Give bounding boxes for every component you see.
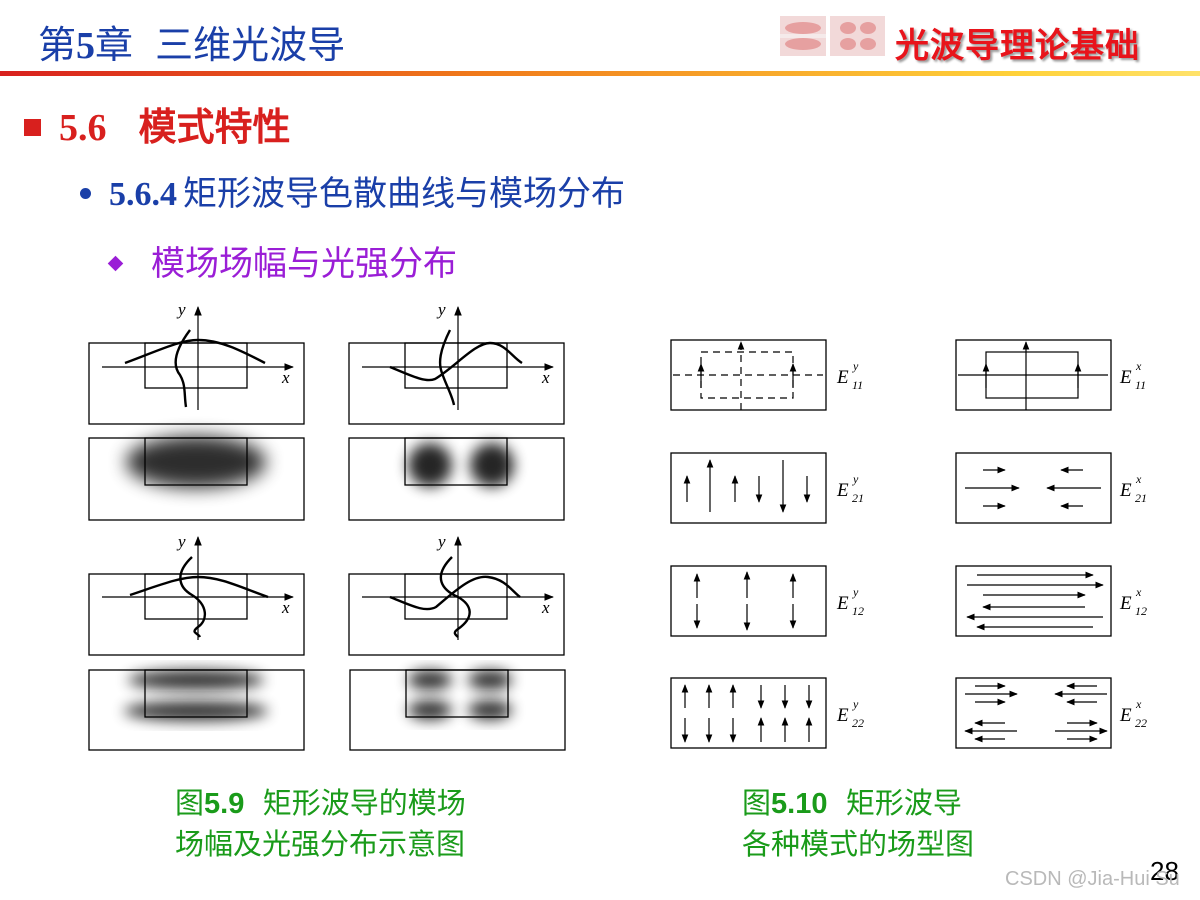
x-axis-label: x	[541, 598, 550, 617]
figure-5-9: x y x y x y	[88, 300, 566, 751]
mode-pattern-e22-y	[670, 677, 827, 749]
svg-text:x: x	[1135, 359, 1142, 373]
mode-label: E y 12	[836, 585, 864, 618]
svg-text:E: E	[1119, 593, 1132, 614]
svg-text:11: 11	[1135, 378, 1146, 392]
topic-heading: 模场场幅与光强分布	[107, 236, 457, 285]
mode-pattern-e21-x	[955, 452, 1112, 524]
x-axis-label: x	[541, 368, 550, 387]
amplitude-panel-22: x y	[348, 532, 565, 656]
x-axis-label: x	[281, 368, 290, 387]
mode-label: E x 21	[1119, 472, 1147, 505]
amplitude-panel-12: x y	[88, 532, 305, 656]
svg-text:E: E	[1119, 480, 1132, 501]
svg-text:y: y	[852, 585, 859, 599]
mode-label: E y 21	[836, 472, 864, 505]
svg-text:22: 22	[852, 716, 864, 730]
svg-text:E: E	[836, 480, 849, 501]
svg-text:E: E	[1119, 705, 1132, 726]
chapter-title: 第5章 三维光波导	[38, 23, 346, 67]
svg-text:12: 12	[852, 604, 864, 618]
svg-text:E: E	[1119, 367, 1132, 388]
mode-pattern-e11-x	[955, 339, 1112, 411]
svg-text:x: x	[1135, 585, 1142, 599]
y-axis-label: y	[176, 532, 186, 551]
y-axis-label: y	[436, 300, 446, 319]
amplitude-panel-11: x y	[88, 300, 305, 425]
svg-text:21: 21	[1135, 491, 1147, 505]
svg-text:22: 22	[1135, 716, 1147, 730]
y-axis-label: y	[436, 532, 446, 551]
figure-5-9-caption: 图5.9 矩形波导的模场 场幅及光强分布示意图	[175, 786, 466, 861]
page-number: 28	[1150, 856, 1179, 886]
round-bullet-icon	[80, 187, 91, 199]
mode-pattern-e22-x	[955, 677, 1112, 749]
mode-pattern-e21-y	[670, 452, 827, 524]
amplitude-panel-21: x y	[348, 300, 565, 425]
figure-5-10: E y 11 E x 11 E y 21	[670, 339, 1147, 749]
svg-text:12: 12	[1135, 604, 1147, 618]
mode-label: E x 12	[1119, 585, 1147, 618]
mode-label: E y 22	[836, 697, 864, 730]
mode-pattern-e12-x	[955, 565, 1112, 637]
svg-text:E: E	[836, 705, 849, 726]
svg-text:x: x	[1135, 472, 1142, 486]
intensity-panel-22	[349, 669, 566, 751]
mode-label: E y 11	[836, 359, 863, 392]
svg-text:y: y	[852, 697, 859, 711]
y-axis-label: y	[176, 300, 186, 319]
intensity-panel-12	[88, 669, 305, 751]
svg-text:y: y	[852, 359, 859, 373]
mode-label: E x 11	[1119, 359, 1146, 392]
mode-pattern-e12-y	[670, 565, 827, 637]
header-rule	[0, 71, 1200, 76]
svg-text:y: y	[852, 472, 859, 486]
intensity-panel-21	[348, 437, 565, 521]
intensity-panel-11	[88, 436, 305, 521]
svg-text:E: E	[836, 593, 849, 614]
x-axis-label: x	[281, 598, 290, 617]
mode-pattern-e11-y	[670, 339, 827, 411]
svg-text:E: E	[836, 367, 849, 388]
svg-text:11: 11	[852, 378, 863, 392]
course-title: 光波导理论基础	[895, 26, 1140, 66]
square-bullet-icon	[24, 119, 41, 136]
svg-text:x: x	[1135, 697, 1142, 711]
watermark: CSDN @Jia-Hui Su	[1005, 868, 1180, 890]
diamond-bullet-icon	[107, 255, 124, 271]
figure-5-10-caption: 图5.10 矩形波导 各种模式的场型图	[742, 786, 975, 861]
waveguide-logo-icon	[780, 16, 885, 56]
svg-text:21: 21	[852, 491, 864, 505]
mode-label: E x 22	[1119, 697, 1147, 730]
